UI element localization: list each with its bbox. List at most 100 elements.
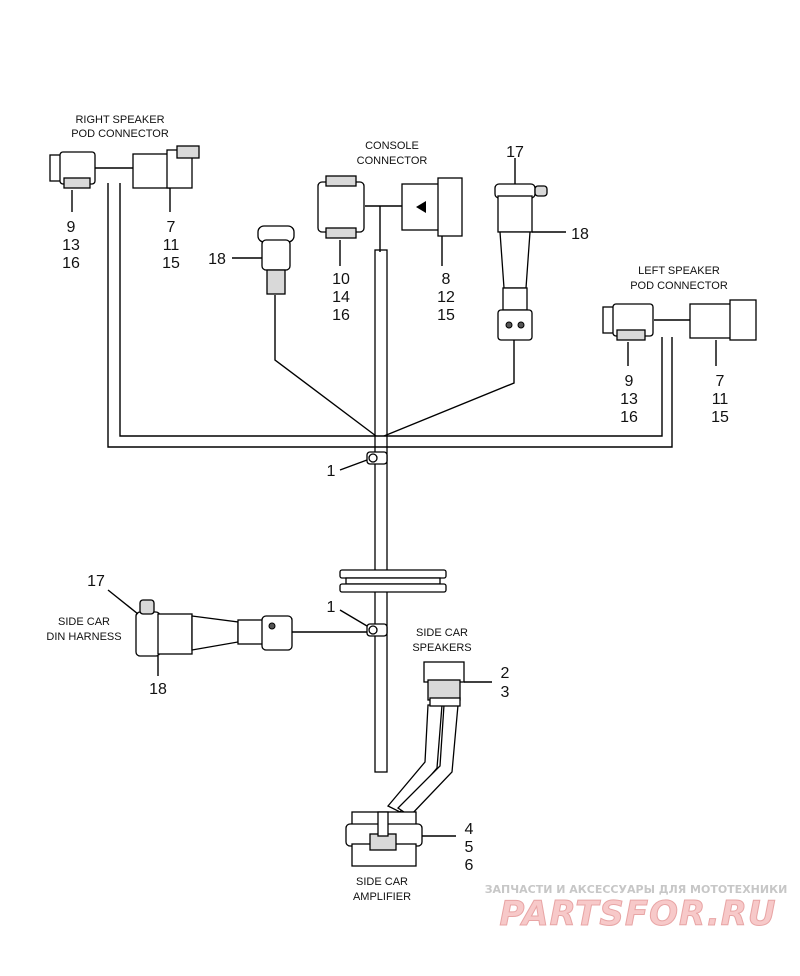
clip-upper-leader — [339, 459, 368, 471]
speaker-connector-top — [423, 661, 465, 683]
watermark-brand: PARTSFOR.RU — [499, 894, 776, 934]
sidecar-amplifier-label-1: SIDE CAR — [356, 876, 408, 888]
sidecar-din-body — [157, 613, 193, 655]
console-connector — [317, 175, 463, 266]
callout-console-right-1: 8 — [442, 271, 451, 288]
cable-clip-upper-head — [368, 453, 378, 463]
callout-din-top-18: 18 — [571, 226, 589, 243]
din-top-cable — [502, 287, 528, 311]
din-top-pin-icon — [517, 321, 525, 329]
grommet — [339, 569, 447, 593]
callout-din-top-17: 17 — [506, 144, 524, 161]
sidecar-din-leader-17 — [107, 589, 139, 615]
switch-component — [232, 225, 295, 295]
speaker-connector-base — [429, 697, 461, 707]
callout-sidecar-din-17: 17 — [87, 573, 105, 590]
din-top-tab — [534, 185, 548, 197]
sidecar-amplifier-connector — [345, 811, 456, 867]
right-speaker-pod-connector — [49, 145, 200, 212]
sidecar-din-harness — [107, 589, 293, 676]
callout-amplifier-2: 5 — [465, 839, 474, 856]
console-plug-bottom-latch — [325, 227, 357, 239]
sidecar-din-label-1: SIDE CAR — [58, 616, 110, 628]
sidecar-speakers-label-2: SPEAKERS — [412, 642, 471, 654]
din-top-boot — [499, 231, 531, 289]
clip-upper — [339, 451, 388, 471]
callout-console-right-3: 15 — [437, 307, 455, 324]
callout-console-left-1: 10 — [332, 271, 350, 288]
right-pod-socket-body — [132, 153, 170, 189]
callout-clip-lower: 1 — [327, 599, 336, 616]
callout-console-left-2: 14 — [332, 289, 350, 306]
speaker-connector-body — [427, 679, 461, 701]
right-speaker-label-1: RIGHT SPEAKER — [75, 114, 164, 126]
sidecar-din-cable — [237, 619, 265, 645]
callout-left-pod-right-2: 11 — [712, 391, 729, 408]
console-plug-top-latch — [325, 175, 357, 187]
sidecar-din-pin-icon — [268, 622, 276, 630]
console-plug-body — [317, 181, 365, 233]
cable-clip-lower-head — [368, 625, 378, 635]
right-pod-plug-latch — [63, 177, 91, 189]
clip-lower — [339, 609, 388, 637]
din-top-plug — [497, 309, 533, 341]
callout-left-pod-left-3: 16 — [620, 409, 638, 426]
console-socket-head — [437, 177, 463, 237]
callout-console-right-2: 12 — [437, 289, 455, 306]
callout-right-pod-right-1: 7 — [167, 219, 176, 236]
watermark-tagline: ЗАПЧАСТИ И АКСЕССУАРЫ ДЛЯ МОТОТЕХНИКИ — [485, 883, 788, 896]
console-label-2: CONNECTOR — [357, 155, 428, 167]
grommet-neck — [345, 577, 441, 585]
grommet-top-flange — [339, 569, 447, 579]
right-speaker-label-2: POD CONNECTOR — [71, 128, 169, 140]
din-connector-top — [494, 158, 566, 341]
inner-branch-wire — [119, 183, 663, 437]
sidecar-speakers-label-1: SIDE CAR — [416, 627, 468, 639]
switch-body — [261, 239, 291, 271]
amplifier-wire-entry — [377, 811, 389, 837]
callout-speaker-1: 2 — [501, 665, 510, 682]
callout-amplifier-3: 6 — [465, 857, 474, 874]
callout-switch-18: 18 — [208, 251, 226, 268]
callout-amplifier-1: 4 — [465, 821, 474, 838]
right-pod-socket-tab — [176, 145, 200, 159]
callout-left-pod-right-1: 7 — [716, 373, 725, 390]
sidecar-din-plug — [261, 615, 293, 651]
sidecar-din-boot — [191, 615, 239, 651]
sidecar-din-tab — [139, 599, 155, 615]
outer-branch-wire — [107, 183, 673, 448]
din-top-pin-icon — [505, 321, 513, 329]
callout-sidecar-din-18: 18 — [149, 681, 167, 698]
switch-boot — [266, 269, 286, 295]
left-speaker-label-2: POD CONNECTOR — [630, 280, 728, 292]
callout-right-pod-left-3: 16 — [62, 255, 80, 272]
left-pod-socket-body — [689, 303, 733, 339]
din-top-wire — [383, 340, 515, 437]
callout-left-pod-left-1: 9 — [625, 373, 634, 390]
harness-wires — [94, 167, 690, 817]
left-pod-plug-latch — [616, 329, 646, 341]
clip-lower-leader — [339, 609, 368, 627]
main-harness-trunk — [374, 249, 388, 773]
callout-console-left-3: 16 — [332, 307, 350, 324]
din-top-body — [497, 195, 533, 233]
left-pod-socket-head — [729, 299, 757, 341]
sidecar-speakers-connector — [423, 661, 492, 707]
callout-right-pod-left-1: 9 — [67, 219, 76, 236]
left-speaker-pod-connector — [602, 299, 757, 366]
callout-right-pod-right-3: 15 — [162, 255, 180, 272]
callout-right-pod-right-2: 11 — [163, 237, 180, 254]
sidecar-din-label-2: DIN HARNESS — [46, 631, 121, 643]
callout-speaker-2: 3 — [501, 684, 510, 701]
console-label-1: CONSOLE — [365, 140, 419, 152]
switch-wire — [274, 295, 377, 437]
callout-clip-upper: 1 — [327, 463, 336, 480]
sidecar-din-cap — [135, 611, 161, 657]
callout-right-pod-left-2: 13 — [62, 237, 80, 254]
sidecar-amplifier-label-2: AMPLIFIER — [353, 891, 411, 903]
console-socket-key-icon — [416, 201, 426, 213]
left-speaker-label-1: LEFT SPEAKER — [638, 265, 720, 277]
callout-left-pod-right-3: 15 — [711, 409, 729, 426]
callout-left-pod-left-2: 13 — [620, 391, 638, 408]
